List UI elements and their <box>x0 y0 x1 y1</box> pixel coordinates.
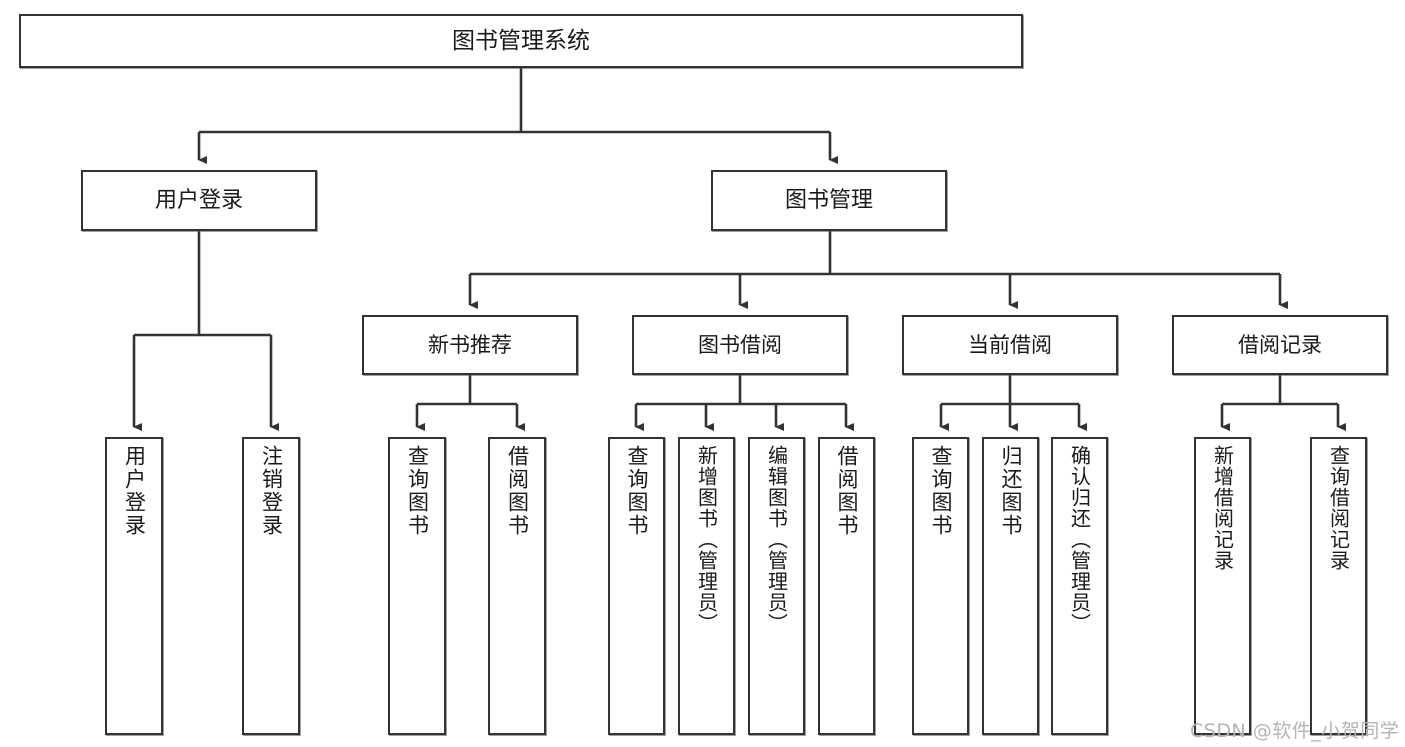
csdn-watermark: CSDN @软件_小贺同学 <box>1190 720 1400 742</box>
node-book-management-label: 图书管理 <box>784 187 873 213</box>
leaf-borrow-borrow-book-label: 借阅图书 <box>835 445 859 537</box>
leaf-user-login-logout-label: 注销登录 <box>259 445 284 537</box>
leaf-borrow-query-book[interactable]: 查询图书 <box>608 437 665 735</box>
node-user-login[interactable]: 用户登录 <box>81 170 317 231</box>
leaf-current-query-book[interactable]: 查询图书 <box>912 437 969 735</box>
leaf-current-return-book[interactable]: 归还图书 <box>982 437 1039 735</box>
node-book-management[interactable]: 图书管理 <box>711 170 947 231</box>
leaf-record-query-record[interactable]: 查询借阅记录 <box>1310 437 1367 735</box>
node-current-borrow[interactable]: 当前借阅 <box>902 315 1118 375</box>
node-book-borrow[interactable]: 图书借阅 <box>632 315 848 375</box>
node-new-book-recommend[interactable]: 新书推荐 <box>362 315 578 375</box>
leaf-recommend-query-book-label: 查询图书 <box>405 445 430 537</box>
node-user-login-label: 用户登录 <box>154 187 243 213</box>
leaf-borrow-edit-book-admin[interactable]: 编辑图书（管理员） <box>748 437 805 735</box>
leaf-borrow-borrow-book[interactable]: 借阅图书 <box>818 437 875 735</box>
leaf-recommend-borrow-book-label: 借阅图书 <box>505 445 530 537</box>
leaf-current-query-book-label: 查询图书 <box>929 445 953 537</box>
leaf-current-confirm-return-admin-label: 确认归还（管理员） <box>1067 445 1092 634</box>
leaf-recommend-borrow-book[interactable]: 借阅图书 <box>488 437 546 735</box>
node-current-borrow-label: 当前借阅 <box>968 332 1052 357</box>
leaf-borrow-add-book-admin-label: 新增图书（管理员） <box>694 445 719 634</box>
node-new-book-recommend-label: 新书推荐 <box>428 332 512 357</box>
node-root-system-label: 图书管理系统 <box>452 27 590 54</box>
node-borrow-record-label: 借阅记录 <box>1238 332 1322 357</box>
leaf-current-confirm-return-admin[interactable]: 确认归还（管理员） <box>1051 437 1108 735</box>
node-book-borrow-label: 图书借阅 <box>698 332 782 357</box>
leaf-current-return-book-label: 归还图书 <box>999 445 1023 537</box>
leaf-borrow-add-book-admin[interactable]: 新增图书（管理员） <box>678 437 735 735</box>
node-borrow-record[interactable]: 借阅记录 <box>1172 315 1388 375</box>
node-root-system[interactable]: 图书管理系统 <box>19 14 1023 68</box>
leaf-user-login-login[interactable]: 用户登录 <box>105 437 163 735</box>
leaf-user-login-login-label: 用户登录 <box>122 445 147 537</box>
leaf-record-query-record-label: 查询借阅记录 <box>1326 445 1351 571</box>
leaf-recommend-query-book[interactable]: 查询图书 <box>388 437 446 735</box>
leaf-user-login-logout[interactable]: 注销登录 <box>242 437 300 735</box>
leaf-borrow-edit-book-admin-label: 编辑图书（管理员） <box>764 445 789 634</box>
leaf-borrow-query-book-label: 查询图书 <box>625 445 649 537</box>
leaf-record-add-record-label: 新增借阅记录 <box>1210 445 1235 571</box>
leaf-record-add-record[interactable]: 新增借阅记录 <box>1194 437 1251 735</box>
